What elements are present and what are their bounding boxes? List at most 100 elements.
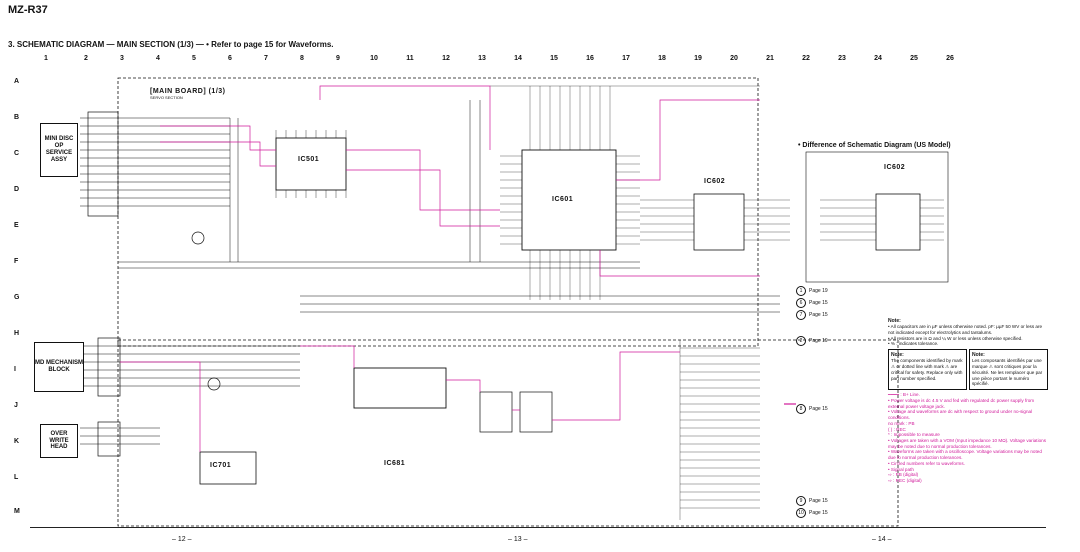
col-number: 15 (550, 55, 558, 62)
pink-note-line: • Voltage and waveforms are dc with resp… (888, 409, 1033, 421)
ic701-label: IC701 (210, 462, 232, 469)
col-number: 8 (300, 55, 304, 62)
note-line: • % : indicates tolerance. (888, 341, 939, 347)
ref-number: 6 (796, 298, 806, 308)
row-letter: G (14, 294, 20, 301)
note-line: • All capacitors are in µF unless otherw… (888, 324, 1043, 335)
col-number: 5 (192, 55, 196, 62)
row-letter: F (14, 258, 19, 265)
ref-number: 7 (796, 310, 806, 320)
safety-note-fr: Note: Les composants identifiés par une … (969, 349, 1048, 391)
row-letter: I (14, 366, 16, 373)
row-letter: B (14, 114, 20, 121)
main-board-title: [MAIN BOARD] (1/3) (150, 88, 226, 95)
ref-page: Page 15 (809, 498, 828, 504)
row-letter: A (14, 78, 20, 85)
row-letter: D (14, 186, 20, 193)
ic601-label: IC601 (552, 196, 574, 203)
pink-note-line: * : Impossible to measure (888, 432, 940, 438)
note-line: • All resistors are in Ω and ¼ W or less… (888, 335, 1023, 341)
safety-note-en-text: The components identified by mark ⚠ or d… (891, 358, 963, 381)
pink-note-line: • Power voltage is dc 4.5 V and fed with… (888, 397, 1035, 409)
ref-number: 1 (796, 286, 806, 296)
grid-frame (30, 61, 1046, 528)
pink-note-line: • Waveforms are taken with a oscilloscop… (888, 449, 1042, 461)
col-number: 9 (336, 55, 340, 62)
col-number: 19 (694, 55, 702, 62)
col-number: 17 (622, 55, 630, 62)
col-number: 20 (730, 55, 738, 62)
ref-page: Page 15 (809, 406, 828, 412)
col-number: 21 (766, 55, 774, 62)
ic501-label: IC501 (298, 156, 320, 163)
col-number: 12 (442, 55, 450, 62)
difference-title: • Difference of Schematic Diagram (US Mo… (798, 142, 951, 149)
safety-notes: Note: The components identified by mark … (888, 349, 1048, 391)
ref-page: Page 19 (809, 338, 828, 344)
col-number: 4 (156, 55, 160, 62)
ref-page: Page 19 (809, 288, 828, 294)
ref-number: 2 (796, 336, 806, 346)
ref-page: Page 15 (809, 510, 828, 516)
pink-note-line: • Voltages are taken with a VOM (Input i… (888, 437, 1046, 449)
col-number: 7 (264, 55, 268, 62)
page-number: – 13 – (508, 536, 528, 543)
pink-note-line: no mark : PB (888, 420, 915, 426)
col-number: 18 (658, 55, 666, 62)
safety-note-en-title: Note: (891, 352, 904, 359)
row-letter: H (14, 330, 20, 337)
col-number: 25 (910, 55, 918, 62)
safety-note-fr-title: Note: (972, 352, 985, 359)
col-number: 22 (802, 55, 810, 62)
ic602-label: IC602 (704, 178, 726, 185)
row-letter: E (14, 222, 19, 229)
main-board-label: [MAIN BOARD] (1/3) SERVO SECTION (150, 88, 226, 100)
notes-panel: Note: • All capacitors are in µF unless … (888, 318, 1048, 484)
col-number: 13 (478, 55, 486, 62)
safety-note-fr-text: Les composants identifiés par une marque… (972, 358, 1043, 387)
model-name: MZ-R37 (8, 4, 48, 16)
main-board-subtitle: SERVO SECTION (150, 95, 183, 100)
col-number: 23 (838, 55, 846, 62)
pink-note-line: ━━━━ : B+ Line. (888, 392, 920, 398)
pink-note-line: ⇨ : PB (digital) (888, 472, 919, 478)
col-number: 6 (228, 55, 232, 62)
page-number: – 12 – (172, 536, 192, 543)
over-write-head-block: OVER WRITE HEAD (40, 424, 78, 458)
col-number: 14 (514, 55, 522, 62)
pink-note-line: ⇨ : REC (digital) (888, 478, 922, 484)
safety-note-en: Note: The components identified by mark … (888, 349, 967, 391)
ref-number: 10 (796, 508, 806, 518)
col-number: 1 (44, 55, 48, 62)
col-number: 24 (874, 55, 882, 62)
col-number: 10 (370, 55, 378, 62)
ref-number: 8 (796, 404, 806, 414)
section-heading: 3. SCHEMATIC DIAGRAM — MAIN SECTION (1/3… (8, 40, 334, 49)
row-letter: L (14, 474, 19, 481)
ref-page: Page 15 (809, 312, 828, 318)
col-number: 26 (946, 55, 954, 62)
pink-note-line: • Signal path (888, 466, 914, 472)
notes-title: Note: (888, 318, 901, 324)
col-number: 2 (84, 55, 88, 62)
col-number: 16 (586, 55, 594, 62)
col-number: 3 (120, 55, 124, 62)
ref-number: 9 (796, 496, 806, 506)
page-number: – 14 – (872, 536, 892, 543)
mini-disc-op-service-assy: MINI DISC OP SERVICE ASSY (40, 123, 78, 177)
row-letter: K (14, 438, 20, 445)
md-mechanism-block: MD MECHANISM BLOCK (34, 342, 84, 392)
ref-page: Page 15 (809, 300, 828, 306)
pink-note-line: ( ) : REC (888, 426, 906, 432)
pink-note-line: • Circled numbers refer to waveforms. (888, 460, 965, 466)
